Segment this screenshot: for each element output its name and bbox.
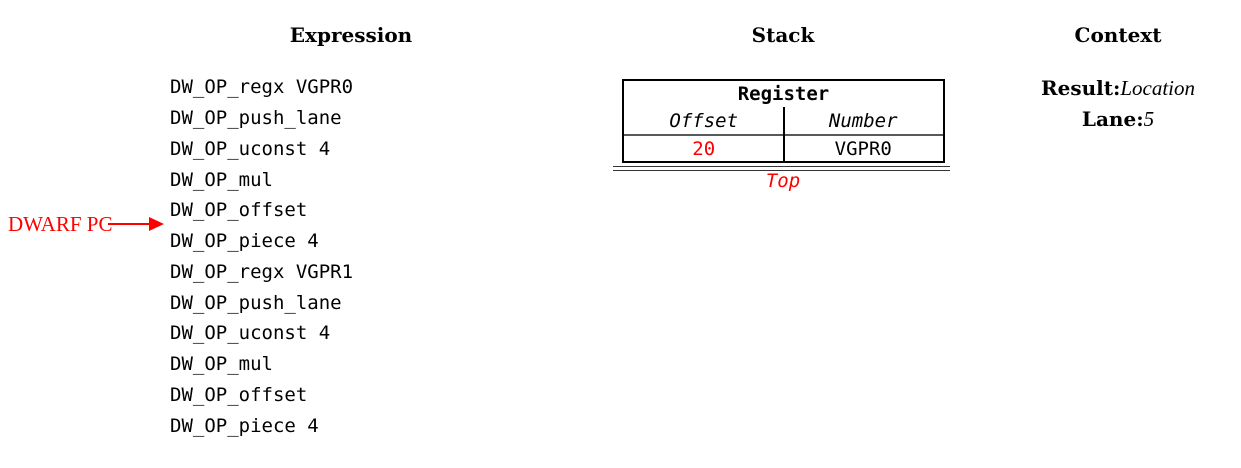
expression-op: DW_OP_regx VGPR0 xyxy=(170,76,354,99)
offset-value: 20 xyxy=(692,137,716,160)
stack-top-label: Top xyxy=(765,170,801,192)
expression-column-header: Expression xyxy=(289,23,413,47)
result-value: Location xyxy=(1120,76,1196,100)
result-label: Result: xyxy=(1040,76,1121,100)
expression-op: DW_OP_mul xyxy=(170,168,273,191)
dwarf-pc-label: DWARF PC xyxy=(8,212,113,236)
expression-op: DW_OP_offset xyxy=(170,199,308,222)
offset-column-header: Offset xyxy=(669,109,739,132)
context-column-header: Context xyxy=(1074,23,1162,47)
stack-column-header: Stack xyxy=(751,23,815,47)
stack-table-title: Register xyxy=(737,83,830,105)
expression-op: DW_OP_offset xyxy=(170,383,308,406)
expression-op: DW_OP_push_lane xyxy=(170,107,342,130)
table-column-divider xyxy=(782,107,785,161)
expression-op: DW_OP_push_lane xyxy=(170,291,342,314)
register-number-value: VGPR0 xyxy=(834,137,892,160)
expression-op: DW_OP_regx VGPR1 xyxy=(170,260,354,283)
expression-op-list: DW_OP_regx VGPR0 DW_OP_push_lane DW_OP_u… xyxy=(170,72,353,441)
context-block: Result:Location Lane:5 xyxy=(1041,74,1195,136)
stack-register-table: Register Offset Number 20 VGPR0 xyxy=(622,79,945,163)
expression-op: DW_OP_mul xyxy=(170,353,273,376)
expression-op: DW_OP_piece 4 xyxy=(170,230,319,253)
lane-label: Lane: xyxy=(1081,107,1144,131)
expression-op: DW_OP_uconst 4 xyxy=(170,322,331,345)
expression-op: DW_OP_uconst 4 xyxy=(170,137,331,160)
stack-table-column-headers: Offset Number xyxy=(624,107,943,134)
dwarf-pc-arrow-shaft xyxy=(108,223,150,226)
lane-value: 5 xyxy=(1143,107,1155,131)
table-row: 20 VGPR0 xyxy=(624,136,943,161)
number-column-header: Number xyxy=(828,109,898,132)
dwarf-pc-arrow-icon xyxy=(149,217,164,231)
context-result-line: Result:Location xyxy=(1041,74,1195,105)
expression-op: DW_OP_piece 4 xyxy=(170,414,319,437)
context-lane-line: Lane:5 xyxy=(1041,105,1195,136)
stack-top-rule xyxy=(613,166,950,171)
